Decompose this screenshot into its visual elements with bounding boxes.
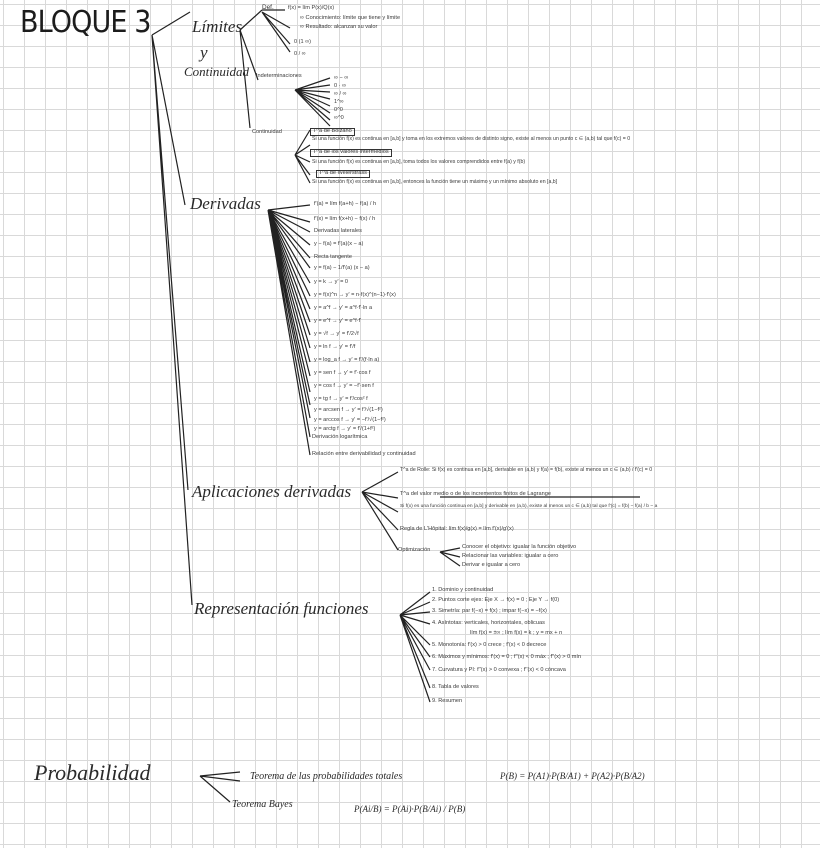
limites-line: ∞ Resultado: alcanzan su valor [300, 24, 378, 30]
derivadas-branch [267, 204, 311, 456]
continuidad-heading: Continuidad [184, 64, 250, 79]
indet-item: 0 · ∞ [334, 83, 347, 89]
repr-line: 2. Puntos corte ejes: Eje X → f(x) = 0 ;… [432, 597, 560, 603]
derivada-rule: y = a^f → y' = a^f·f'·ln a [314, 305, 373, 311]
prob-totales-formula: P(B) = P(A1)·P(B/A1) + P(A2)·P(B/A2) [500, 771, 645, 781]
derivada-rule: y = k → y' = 0 [314, 279, 349, 285]
repr-line: 4. Asíntotas: verticales, horizontales, … [432, 620, 545, 626]
repr-line: 1. Dominio y continuidad [432, 587, 494, 593]
indet-item: 0^0 [334, 107, 343, 113]
aplicacion-line: T^a del valor medio o de los incrementos… [400, 491, 551, 497]
limites-heading: Límites [192, 17, 243, 36]
limites-heading-y: y [200, 43, 208, 62]
derivada-rule: y = arctg f → y' = f'/(1+f²) [314, 426, 376, 432]
derivada-line: Derivación logarítmica [312, 434, 368, 440]
derivada-line: f'(a) = lím f(a+h) − f(a) / h [314, 201, 377, 207]
limites-line: 0 / ∞ [294, 51, 306, 57]
cont-label: Continuidad [252, 129, 282, 135]
valores-intermedios-box: T^a de los valores intermedios [310, 149, 392, 157]
repr-line: 7. Curvatura y PI: f''(x) > 0 convexa ; … [432, 667, 566, 673]
repr-line: 8. Tabla de valores [432, 684, 479, 690]
repr-branch [399, 591, 431, 703]
derivada-line: f'(x) = lím f(x+h) − f(x) / h [314, 216, 376, 222]
derivada-line: y − f(a) = f'(a)(x − a) [314, 241, 364, 247]
def-label: Def. [262, 4, 274, 11]
limites-line: ∞ Conocimiento: límite que tiene y límit… [300, 15, 401, 21]
repr-line: 9. Resumen [432, 698, 463, 704]
derivada-rule: y = cos f → y' = −f'·sen f [314, 383, 374, 389]
weierstrass-box: T^a de Weierstrass [316, 170, 370, 178]
repr-line: 5. Monotonía: f'(x) > 0 crece ; f'(x) < … [432, 642, 547, 648]
bolzano-text: Si una función f(x) es continua en [a,b]… [312, 136, 631, 142]
derivada-rule: y = sen f → y' = f'·cos f [314, 370, 371, 376]
derivadas-heading: Derivadas [190, 194, 261, 213]
indet-item: 1^∞ [334, 99, 344, 105]
derivada-line: Relación entre derivabilidad y continuid… [312, 451, 416, 457]
aplicaciones-branch [361, 471, 399, 551]
derivada-line: y = f(a) − 1/f'(a) (x − a) [314, 265, 370, 271]
limites-line: 0 (1 ∞) [294, 39, 312, 45]
repr-line: 6. Máximos y mínimos: f'(x) = 0 ; f''(x)… [432, 654, 582, 660]
derivada-rule: y = log_a f → y' = f'/(f·ln a) [314, 357, 380, 363]
derivada-rule: y = arcsen f → y' = f'/√(1−f²) [314, 407, 383, 413]
derivada-rule: y = e^f → y' = e^f·f' [314, 318, 362, 324]
weierstrass-text: Si una función f(x) es continua en [a,b]… [312, 179, 558, 185]
prob-totales-label: Teorema de las probabilidades totales [250, 771, 403, 782]
valores-intermedios-text: Si una función f(x) es continua en [a,b]… [312, 159, 526, 165]
derivada-rule: y = ln f → y' = f'/f [314, 344, 356, 350]
indet-branch [294, 77, 331, 127]
aplicacion-line: Si f(x) es una función continua en [a,b]… [400, 504, 658, 509]
derivada-rule: y = arccos f → y' = −f'/√(1−f²) [314, 417, 386, 423]
bayes-formula: P(Ai/B) = P(Ai)·P(B/Ai) / P(B) [354, 804, 466, 814]
indet-item: ∞^0 [334, 115, 344, 121]
indet-label: Indeterminaciones [256, 73, 302, 79]
bolzano-box: T^a de Bolzano [310, 128, 355, 136]
derivada-line: Derivadas laterales [314, 228, 362, 234]
cont-branch [294, 129, 311, 184]
limites-line: f(x) = lím P(x)/Q(x) [288, 5, 335, 11]
aplicacion-line: T^a de Rolle: Si f(x) es continua en [a,… [400, 467, 653, 473]
indet-item: ∞ − ∞ [334, 75, 349, 81]
optim-item: Relacionar las variables: igualar a cero [462, 553, 559, 559]
aplicaciones-heading: Aplicaciones derivadas [192, 482, 352, 501]
derivada-rule: y = f(x)^n → y' = n·f(x)^(n−1)·f'(x) [314, 292, 396, 298]
repr-line: 3. Simetría: par f(−x) = f(x) ; impar f(… [432, 608, 547, 614]
derivada-rule: y = √f → y' = f'/2√f [314, 331, 359, 337]
derivada-line: Recta tangente [314, 254, 352, 260]
optim-item: Derivar e igualar a cero [462, 562, 521, 568]
probabilidad-heading: Probabilidad [34, 760, 151, 785]
prob-branch [199, 771, 241, 803]
page-title: BLOQUE 3 [20, 5, 151, 40]
optimizacion-label: Optimización [398, 547, 431, 553]
bayes-label: Teorema Bayes [232, 799, 293, 810]
aplicacion-line: Regla de L'Hôpital: lím f(x)/g(x) = lím … [400, 526, 514, 532]
repr-line: lím f(x) = ±∞ ; lím f(x) = k ; y = mx + … [470, 630, 563, 636]
representacion-heading: Representación funciones [194, 599, 369, 618]
derivada-rule: y = tg f → y' = f'/cos² f [314, 396, 368, 402]
optim-item: Conocer el objetivo: igualar la función … [462, 544, 577, 550]
optim-branch [439, 547, 461, 567]
spine-line [151, 11, 193, 606]
indet-item: ∞ / ∞ [334, 91, 347, 97]
